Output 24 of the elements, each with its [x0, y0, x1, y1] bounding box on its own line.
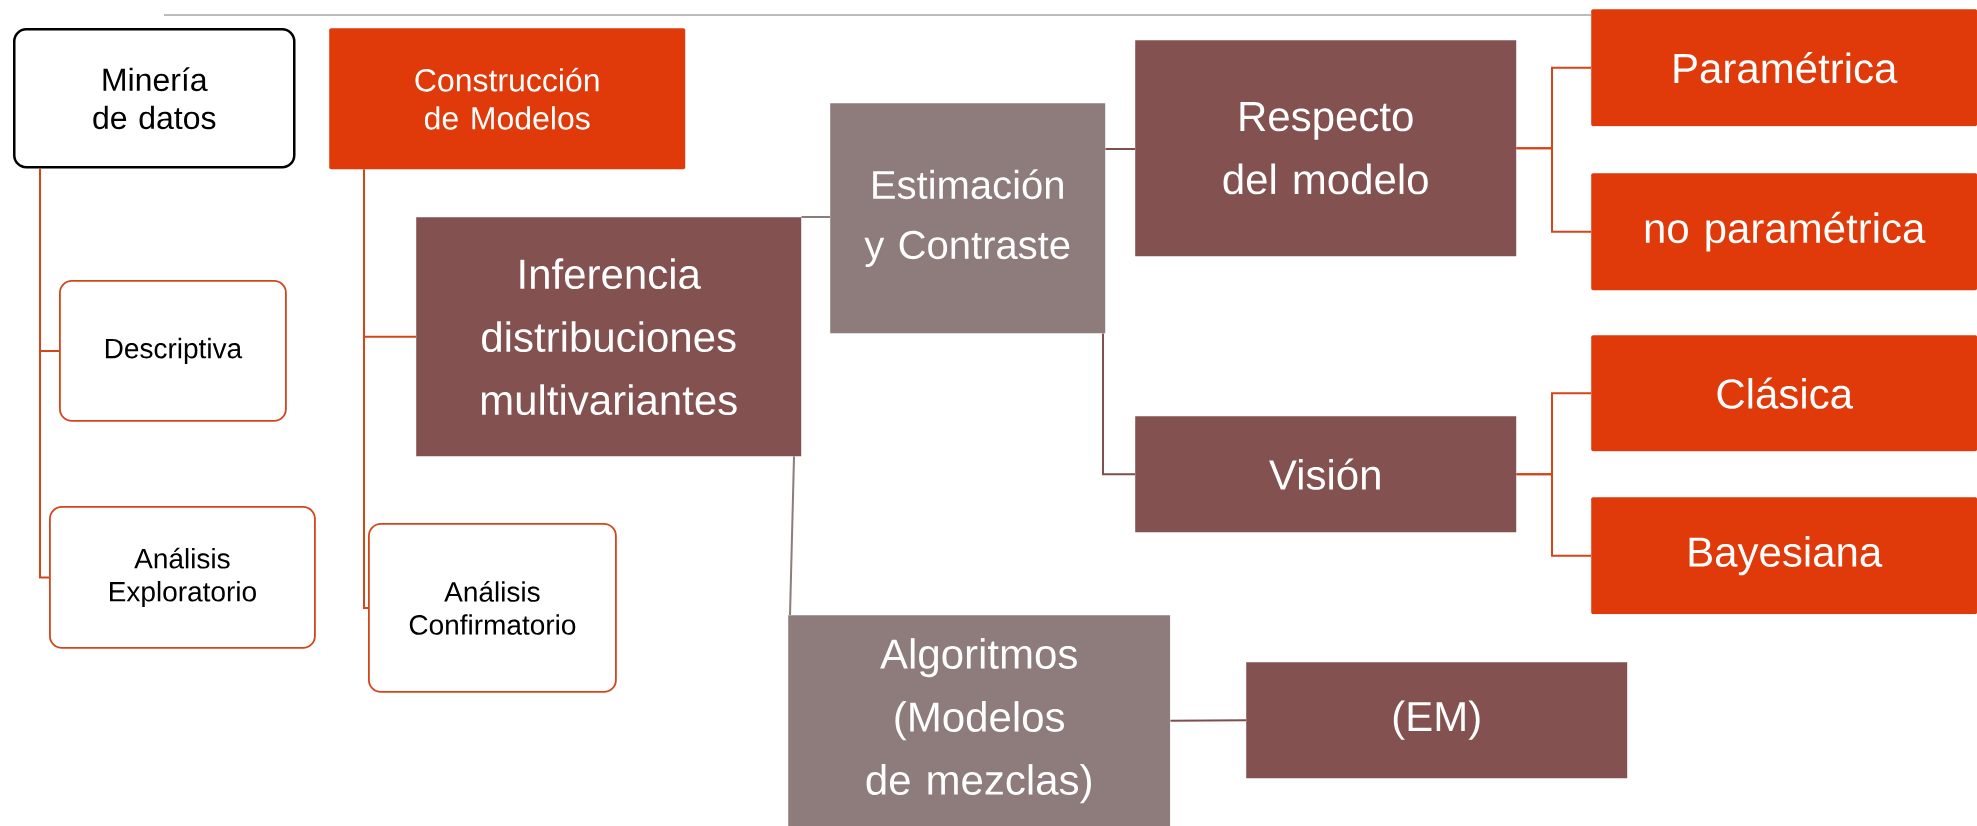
result-box: Paramétrica	[1591, 9, 1977, 127]
connector-line	[800, 216, 831, 218]
process-box: Estimación y Contraste	[830, 103, 1106, 334]
category-box: Análisis Confirmatorio	[368, 523, 617, 693]
result-box: no paramétrica	[1591, 173, 1977, 291]
process-box: Respecto del modelo	[1135, 40, 1517, 257]
process-box: Algoritmos (Modelos de mezclas)	[788, 615, 1171, 826]
connector-line	[1515, 473, 1592, 557]
connector-line	[1102, 332, 1136, 476]
connector-line	[1169, 719, 1247, 722]
topic-box: Construcción de Modelos	[329, 28, 686, 170]
connector-line	[789, 455, 795, 616]
result-box: Bayesiana	[1591, 497, 1977, 615]
result-box: Clásica	[1591, 335, 1977, 452]
connector-line	[363, 168, 369, 609]
process-box: Inferencia distribuciones multivariantes	[416, 217, 802, 457]
topic-box: Minería de datos	[13, 28, 296, 169]
category-box: Descriptiva	[59, 280, 287, 422]
category-box: Análisis Exploratorio	[49, 506, 316, 649]
process-box: (EM)	[1246, 662, 1628, 779]
connector-line	[39, 167, 50, 579]
connector-line	[1515, 147, 1592, 233]
process-box: Visión	[1135, 416, 1517, 533]
connector-line	[1104, 148, 1136, 150]
